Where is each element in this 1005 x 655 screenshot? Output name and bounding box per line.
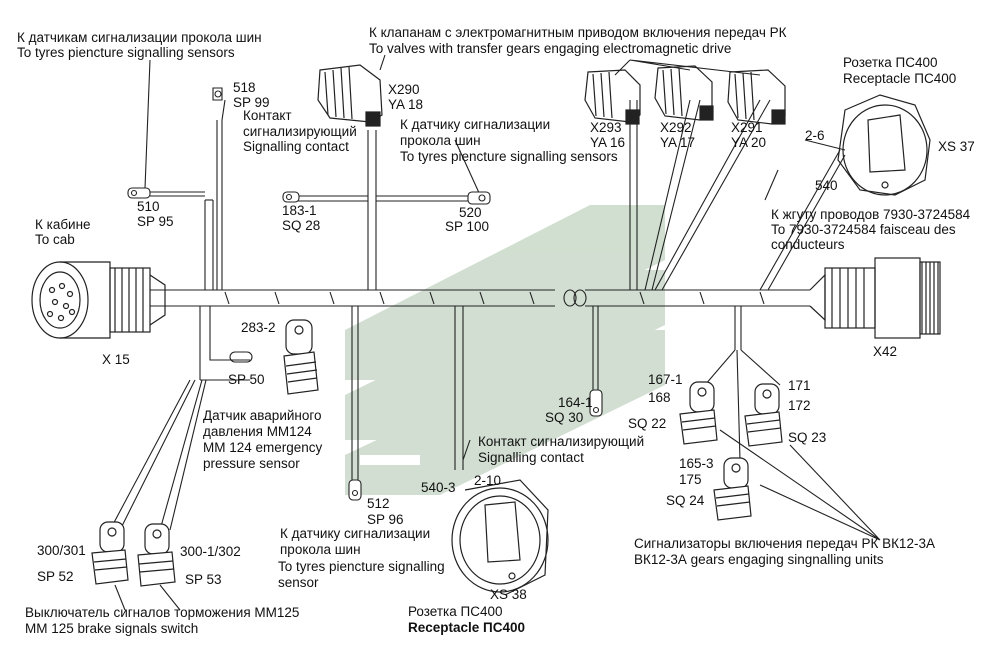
label-sp99: SP 99 <box>233 95 270 110</box>
label-518: 518 <box>233 80 256 95</box>
label-gears-ru: Сигнализаторы включения передач РК ВК12-… <box>634 536 935 551</box>
label-contact-en: Signalling contact <box>243 139 349 154</box>
label-sensor-low-ru: К датчику сигнализации <box>280 526 431 541</box>
label-contact2-en: Signalling contact <box>478 450 584 465</box>
label-x290: X290 <box>388 82 420 97</box>
label-sensor-low-en: To tyres piencture signalling <box>278 559 445 574</box>
gear-sensor-sq22 <box>679 381 718 445</box>
brake-switch-sp52 <box>91 521 129 585</box>
label-ya17: YA 17 <box>660 135 696 150</box>
gear-sensor-sq24 <box>713 457 752 521</box>
label-contact2-ru: Контакт сигнализирующий <box>478 434 645 449</box>
label-sensor-low-en2: sensor <box>278 575 319 590</box>
label-510: 510 <box>137 199 160 214</box>
label-300-1-302: 300-1/302 <box>180 544 241 559</box>
label-540-top: 540 <box>815 178 838 193</box>
label-sensor-mid-en: To tyres piencture signalling sensors <box>400 149 618 164</box>
label-sp50: SP 50 <box>228 372 265 387</box>
label-cab-en: To cab <box>35 232 75 247</box>
connector-x15 <box>31 261 166 339</box>
label-520: 520 <box>459 205 482 220</box>
label-172: 172 <box>788 398 811 413</box>
label-sensor-low-ru2: прокола шин <box>280 542 361 557</box>
label-harness-en2: conducteurs <box>771 237 845 252</box>
label-2-6: 2-6 <box>805 128 825 143</box>
label-contact-ru2: сигнализирующий <box>243 124 357 139</box>
label-sq23: SQ 23 <box>788 430 827 445</box>
label-168: 168 <box>648 390 671 405</box>
label-sp53: SP 53 <box>185 572 222 587</box>
connector-x42 <box>809 257 941 339</box>
label-pressure-ru2: давления ММ124 <box>203 424 312 439</box>
label-164-1: 164-1 <box>558 395 593 410</box>
label-valves-en: To valves with transfer gears engaging e… <box>369 41 732 56</box>
label-pressure-en2: pressure sensor <box>203 456 300 471</box>
label-brake-en: MM 125 brake signals switch <box>25 621 199 636</box>
label-sq30: SQ 30 <box>545 410 584 425</box>
watermark-logo <box>345 205 665 495</box>
terminal-518 <box>212 87 223 101</box>
label-sp100: SP 100 <box>445 219 490 234</box>
valve-connector-x291 <box>727 69 786 125</box>
label-harness-ru: К жгуту проводов 7930-3724584 <box>771 207 971 222</box>
valve-connector-x293 <box>584 69 641 125</box>
label-2-10: 2-10 <box>474 473 502 488</box>
label-sp95: SP 95 <box>137 214 174 229</box>
label-x291: X291 <box>731 120 763 135</box>
label-ya20: YA 20 <box>731 135 767 150</box>
label-512: 512 <box>367 496 390 511</box>
label-sensor-mid-ru2: прокола шин <box>400 133 481 148</box>
label-171: 171 <box>788 378 811 393</box>
label-receptacle-bot-en: Receptacle ПС400 <box>408 620 526 635</box>
label-brake-ru: Выключатель сигналов торможения ММ125 <box>25 605 300 620</box>
label-sp-sensors-en: To tyres piencture signalling sensors <box>17 45 235 60</box>
label-sq22: SQ 22 <box>628 416 667 431</box>
label-xs37: XS 37 <box>938 139 975 154</box>
label-valves-ru: К клапанам с электромагнитным приводом в… <box>369 25 787 40</box>
terminal-164-1 <box>589 389 603 417</box>
terminal-510 <box>127 187 151 199</box>
label-x42: X42 <box>873 344 898 359</box>
label-sensor-mid-ru: К датчику сигнализации <box>400 117 551 132</box>
label-pressure-en: MM 124 emergency <box>203 440 323 455</box>
terminal-520 <box>467 191 491 205</box>
receptacle-xs37 <box>837 94 931 196</box>
label-167-1: 167-1 <box>648 372 683 387</box>
label-165-3: 165-3 <box>679 456 714 471</box>
label-540-3: 540-3 <box>421 480 456 495</box>
label-cab-ru: К кабине <box>35 217 91 232</box>
label-pressure-ru: Датчик аварийного <box>203 408 322 423</box>
terminal-183-1 <box>282 191 300 203</box>
terminal-512 <box>348 479 362 501</box>
brake-switch-sp53 <box>137 523 176 587</box>
label-receptacle-bot-ru: Розетка ПС400 <box>408 604 503 619</box>
label-gears-en: ВК12-3А gears engaging singnalling units <box>634 552 884 567</box>
label-sp96: SP 96 <box>367 512 404 527</box>
label-receptacle-top-en: Receptacle ПС400 <box>843 71 957 86</box>
label-sq28: SQ 28 <box>282 218 321 233</box>
pressure-sensor-sp50 <box>283 319 319 395</box>
valve-connector-x292 <box>654 65 714 121</box>
label-receptacle-top-ru: Розетка ПС400 <box>843 55 938 70</box>
receptacle-xs38 <box>451 479 549 596</box>
label-175: 175 <box>679 472 702 487</box>
label-sp-sensors-ru: К датчикам сигнализации прокола шин <box>17 30 262 45</box>
label-x292: X292 <box>660 120 692 135</box>
label-283-2: 283-2 <box>241 320 276 335</box>
label-harness-en: To 7930-3724584 faisceau des <box>771 222 956 237</box>
gear-sensor-sq23 <box>744 383 783 447</box>
label-ya16: YA 16 <box>590 135 626 150</box>
label-sq24: SQ 24 <box>666 493 705 508</box>
label-x15: X 15 <box>102 352 130 367</box>
label-x293: X293 <box>590 120 622 135</box>
label-183-1: 183-1 <box>282 203 317 218</box>
label-xs38: XS 38 <box>490 587 527 602</box>
label-300-301: 300/301 <box>37 543 86 558</box>
label-sp52: SP 52 <box>37 569 74 584</box>
label-ya18: YA 18 <box>388 97 424 112</box>
label-contact-ru: Контакт <box>243 108 292 123</box>
valve-connector-x290 <box>317 64 383 127</box>
